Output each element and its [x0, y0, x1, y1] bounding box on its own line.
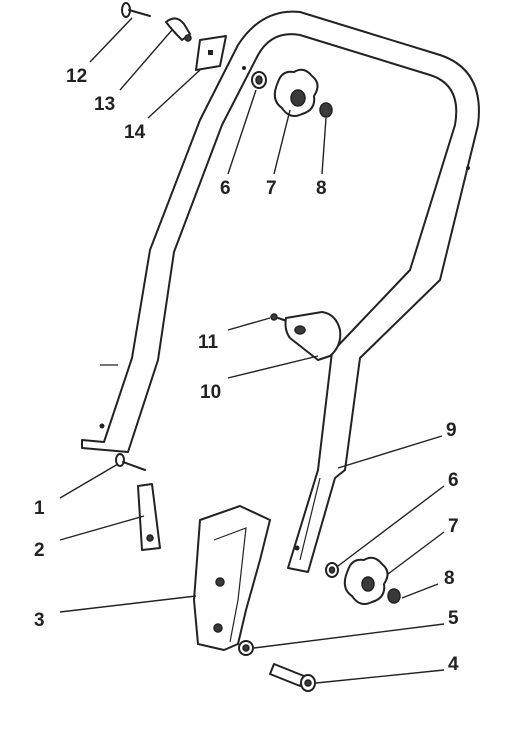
callout-13: 13 [94, 94, 115, 115]
callout-7-upper: 7 [266, 178, 277, 199]
callout-6-upper: 6 [220, 178, 231, 199]
washer-5 [238, 640, 254, 656]
knob-7-lower [343, 556, 389, 605]
callout-6-lower: 6 [448, 470, 459, 491]
callout-14: 14 [124, 122, 146, 143]
bolt-4 [269, 663, 316, 692]
washer-6-lower [325, 562, 339, 578]
plate-14 [195, 35, 227, 71]
nut-8-upper [319, 102, 333, 118]
callout-5: 5 [448, 608, 459, 629]
knob-7-upper [273, 68, 319, 117]
clip-13 [165, 17, 192, 42]
callout-1: 1 [34, 498, 45, 519]
callout-8-lower: 8 [444, 568, 455, 589]
bracket-2 [137, 483, 161, 551]
bolt-12 [121, 2, 151, 18]
nut-8-lower [387, 588, 401, 604]
callout-12: 12 [66, 66, 87, 87]
bolt-1 [115, 453, 146, 471]
clamp-10 [284, 311, 342, 361]
mount-3 [193, 505, 271, 651]
callout-7-lower: 7 [448, 516, 459, 537]
leader-lines [59, 17, 445, 684]
handle-tube [81, 10, 480, 573]
callout-9: 9 [446, 420, 457, 441]
callout-labels: 12 13 14 6 7 8 11 10 9 1 2 6 7 8 3 5 4 [34, 66, 459, 675]
washer-6-upper [251, 71, 267, 89]
callout-8-upper: 8 [316, 178, 327, 199]
callout-10: 10 [200, 382, 221, 403]
callout-3: 3 [34, 610, 45, 631]
callout-11: 11 [198, 332, 219, 353]
callout-4: 4 [448, 654, 459, 675]
callout-2: 2 [34, 540, 45, 561]
